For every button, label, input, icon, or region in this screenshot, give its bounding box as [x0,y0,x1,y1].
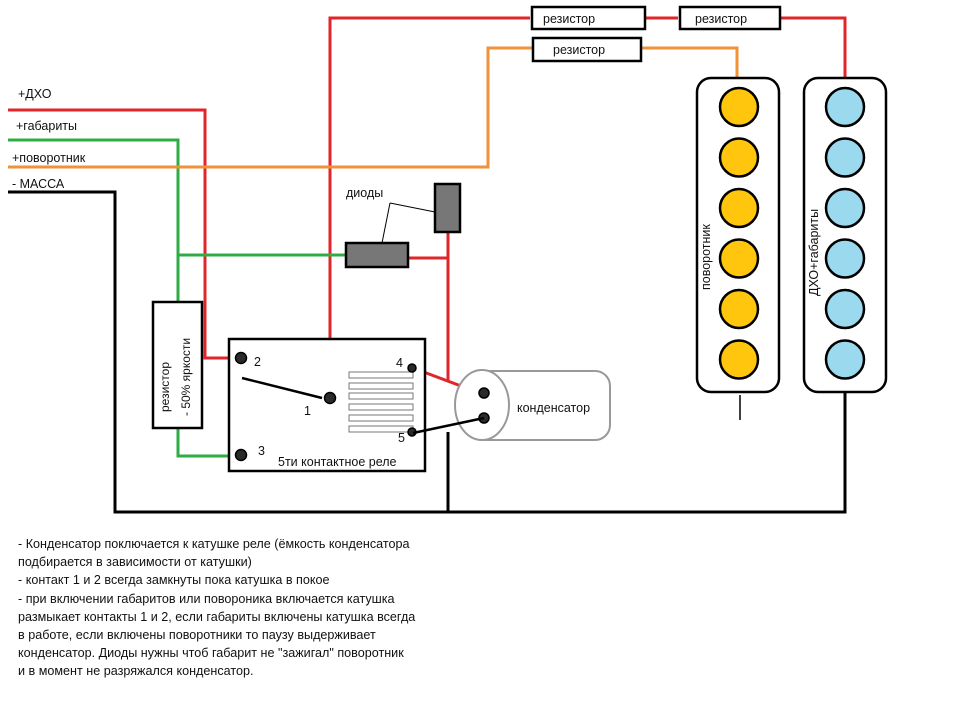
notes-block: - Конденсатор поключается к катушке реле… [18,535,448,681]
relay-label: 5ти контактное реле [278,455,397,469]
gabarity-wires [8,138,346,458]
lamp-group-turn: поворотник [695,76,781,394]
lamp-turn-6 [718,339,760,380]
relay-pin-2-number: 2 [254,355,261,369]
input-label-massa: - МАССА [12,177,65,191]
relay-pin-1 [323,391,337,405]
resistor-top-2: резистор [678,5,782,31]
relay-pin-3 [234,448,248,462]
lamp-drl-1 [824,86,866,128]
lamp-drl-4 [824,238,866,279]
note-line: в работе, если включены поворотники то п… [18,628,376,643]
lamp-turn-5 [718,288,760,330]
lamp-turn-2 [718,137,760,178]
capacitor-terminal-top [478,387,490,399]
note-line: конденсатор. Диоды нужны чтоб габарит не… [18,646,404,661]
lamp-turn-3 [718,187,760,229]
resistor-top-1-label: резистор [543,12,595,26]
lamp-drl-6 [824,339,866,380]
resistor-top-3-label: резистор [553,43,605,57]
lamps-drl [824,86,866,380]
mass-wires [8,190,847,514]
resistor-top-1: резистор [530,5,647,31]
lamp-drl-2 [824,137,866,178]
note-line: размыкает контакты 1 и 2, если габариты … [18,609,416,624]
povorotnik-wires [8,46,739,169]
relay-switch-arm [241,376,323,400]
relay-coil [348,371,414,433]
lamp-drl-3 [824,187,866,229]
resistor-50-label-line2: - 50% яркости [179,338,193,416]
note-line: и в момент не разряжался конденсатор. [18,664,254,679]
lamp-turn-1 [718,86,760,128]
input-label-gabarity: +габариты [16,119,77,133]
resistor-top-2-label: резистор [695,12,747,26]
lamp-drl-5 [824,288,866,330]
relay-pin-4-number: 4 [396,356,403,370]
capacitor: конденсатор [454,369,611,441]
lamps-turn [718,86,760,380]
note-line: - при включении габаритов или повороника… [18,591,395,606]
input-label-povorotnik: +поворотник [12,151,86,165]
resistor-top-3: резистор [531,36,643,63]
diodes: диоды [344,182,462,269]
note-line: - Конденсатор поключается к катушке реле… [18,537,410,551]
capacitor-label: конденсатор [517,401,590,415]
lamp-group-turn-label: поворотник [699,224,713,290]
capacitor-wire-pin5 [412,416,485,435]
resistor-50-label-line1: резистор [158,362,172,412]
lamp-group-drl-label: ДХО+габариты [807,209,821,296]
diodes-label: диоды [346,186,383,200]
note-line: - контакт 1 и 2 всегда замкнуты пока кат… [18,573,330,588]
relay-pin-3-number: 3 [258,444,265,458]
input-label-dho: +ДХО [18,87,52,101]
relay-pin-5-number: 5 [398,431,405,445]
lamp-turn-4 [718,238,760,279]
resistor-50-percent: резистор - 50% яркости [151,300,204,430]
lamp-group-drl: ДХО+габариты [802,76,888,394]
note-line: подбирается в зависимости от катушки) [18,555,252,570]
relay-5-pin: 2 1 3 4 5 5ти контактное реле [227,337,427,473]
relay-pin-2 [234,351,248,365]
relay-pin-1-number: 1 [304,404,311,418]
relay-pin-4 [407,363,417,373]
